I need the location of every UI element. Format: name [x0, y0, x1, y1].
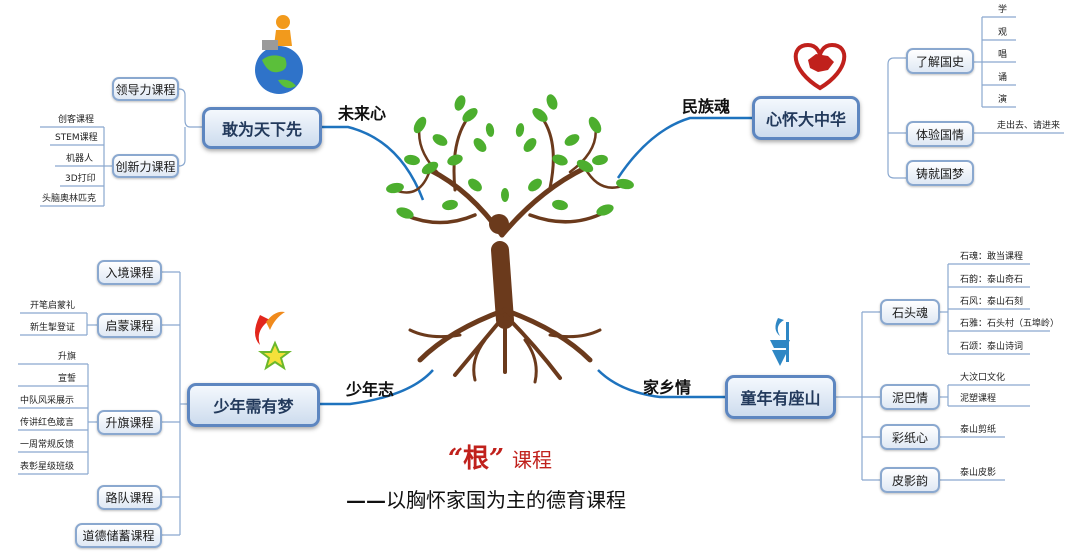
leaf-stone-3: 石风：泰山石刻	[960, 297, 1024, 307]
quote-close: ”	[488, 444, 504, 474]
leaf-innov-4: 3D打印	[65, 174, 96, 184]
leaf-enlight-2: 新生掣登证	[30, 323, 76, 333]
branch-label-shaonian: 少年志	[346, 380, 395, 399]
connector-shaonian	[320, 369, 434, 406]
leaf-stone-1: 石魂：敢当课程	[960, 252, 1024, 262]
heart-map-icon	[793, 42, 847, 91]
leaf-history-2: 观	[998, 28, 1008, 38]
node-entry: 入境课程	[97, 260, 162, 285]
node-shadow: 皮影韵	[880, 467, 940, 493]
mountain-glyph-icon	[770, 318, 790, 366]
title-root-char: 根	[462, 444, 489, 474]
branch-label-minzu: 民族魂	[682, 97, 731, 116]
node-experience: 体验国情	[906, 121, 974, 147]
node-shaonian-main: 少年需有梦	[187, 383, 320, 427]
leaf-experience: 走出去、请进来	[997, 121, 1061, 131]
leaf-stone-5: 石颂：泰山诗词	[960, 342, 1024, 352]
title-root-course: “根” 课程	[448, 438, 552, 475]
quote-open: “	[448, 444, 463, 474]
leaf-clay-2: 泥塑课程	[960, 394, 997, 404]
leaf-history-3: 唱	[998, 50, 1008, 60]
connector-jiaxiang	[597, 369, 725, 399]
leaf-flag-1: 升旗	[58, 352, 77, 362]
node-stone: 石头魂	[880, 299, 940, 325]
leaf-history-1: 学	[998, 5, 1008, 15]
subtitle-text: 以胸怀家国为主的德育课程	[386, 488, 626, 512]
node-history: 了解国史	[906, 48, 974, 74]
leaf-innov-1: 创客课程	[58, 115, 95, 125]
node-minzu-main: 心怀大中华	[752, 96, 860, 140]
leaf-stone-2: 石韵：泰山奇石	[960, 275, 1024, 285]
tree-illustration	[386, 94, 634, 384]
leaf-history-4: 诵	[998, 73, 1008, 83]
leaf-clay-1: 大汶口文化	[960, 373, 1006, 383]
branch-label-weilai: 未来心	[338, 104, 387, 123]
node-dream: 铸就国梦	[906, 160, 974, 186]
node-flag: 升旗课程	[97, 410, 162, 435]
leaf-flag-6: 表彰星级班级	[20, 462, 75, 472]
leaf-innov-3: 机器人	[66, 154, 94, 164]
leaf-flag-5: 一周常规反馈	[20, 440, 75, 450]
leaf-stone-4: 石雅：石头村（五埠岭）	[960, 319, 1060, 329]
title-course-word: 课程	[511, 448, 552, 472]
node-paper: 彩纸心	[880, 424, 940, 450]
subtitle-dash: ——	[346, 488, 386, 512]
leaf-innov-2: STEM课程	[55, 133, 98, 143]
node-weilai-main: 敢为天下先	[202, 107, 322, 149]
subtitle: ——以胸怀家国为主的德育课程	[346, 484, 626, 513]
node-jiaxiang-main: 童年有座山	[725, 375, 836, 419]
connector-minzu	[616, 116, 752, 179]
leaf-flag-4: 传讲红色箴言	[20, 418, 75, 428]
leaf-paper: 泰山剪纸	[960, 425, 997, 435]
node-team: 路队课程	[97, 485, 162, 510]
leaf-flag-3: 中队风采展示	[20, 396, 75, 406]
leaf-history-5: 演	[998, 95, 1008, 105]
node-clay: 泥巴情	[880, 384, 940, 410]
connector-weilai	[322, 125, 425, 201]
node-lead: 领导力课程	[112, 77, 179, 101]
leaf-innov-5: 头脑奥林匹克	[42, 194, 97, 204]
branch-label-jiaxiang: 家乡情	[643, 378, 692, 397]
globe-laptop-icon	[255, 15, 303, 94]
flame-star-icon	[255, 311, 292, 371]
node-innov: 创新力课程	[112, 154, 179, 178]
node-moral: 道德储蓄课程	[75, 523, 162, 548]
node-enlight: 启蒙课程	[97, 313, 162, 338]
leaf-flag-2: 宣誓	[58, 374, 77, 384]
leaf-shadow: 泰山皮影	[960, 468, 997, 478]
leaf-enlight-1: 开笔启蒙礼	[30, 301, 76, 311]
